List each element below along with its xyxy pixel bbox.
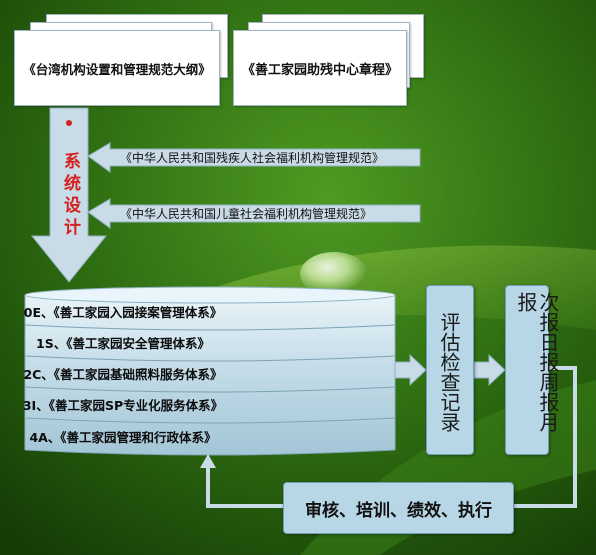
system-stack [24, 286, 396, 456]
regulation-1: 《中华人民共和国残疾人社会福利机构管理规范》 [120, 151, 385, 165]
system-2C: 2C、《善工家园基础照料服务体系》 [23, 367, 223, 382]
top-doc-1-label: 《台湾机构设置和管理规范大纲》 [23, 61, 211, 77]
regulation-2: 《中华人民共和国儿童社会福利机构管理规范》 [120, 207, 373, 221]
top-doc-1: 《台湾机构设置和管理规范大纲》 [14, 30, 220, 106]
water-drop-icon [300, 252, 368, 296]
system-0E: 0E、《善工家园入园接案管理体系》 [23, 305, 223, 320]
top-doc-2: 《善工家园助残中心章程》 [233, 30, 407, 106]
system-design-label: 系统设计 [60, 152, 80, 240]
system-1S: 1S、《善工家园安全管理体系》 [36, 336, 210, 351]
system-3I: 3I、《善工家园SP专业化服务体系》 [22, 398, 224, 413]
top-doc-2-label: 《善工家园助残中心章程》 [241, 62, 398, 78]
bullet-dot [66, 120, 72, 126]
system-4A: 4A、《善工家园管理和行政体系》 [29, 430, 217, 445]
action-box: 审核、培训、绩效、执行 [283, 482, 514, 534]
report-box: 次报日报周报月报 [505, 285, 560, 455]
review-box-label: 评估检查记录 [437, 312, 461, 432]
review-box: 评估检查记录 [426, 285, 474, 455]
report-box-label: 次报日报周报月报 [514, 292, 560, 432]
